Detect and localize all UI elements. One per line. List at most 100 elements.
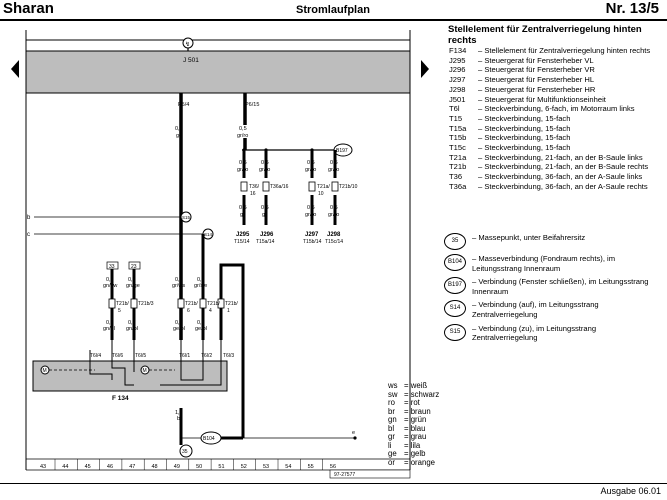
svg-text:br: br — [177, 416, 182, 422]
svg-text:T15a/14: T15a/14 — [256, 239, 275, 245]
connection-legend-item: 35 – Massepunkt, unter Beifahrersitz — [444, 233, 652, 250]
svg-text:M: M — [43, 368, 47, 374]
legend-item: F134– Stellelement für Zentralverriegelu… — [449, 46, 658, 56]
next-page-arrow[interactable] — [421, 60, 429, 78]
legend-code: J296 — [449, 65, 466, 75]
component-legend: F134– Stellelement für Zentralverriegelu… — [449, 46, 658, 192]
svg-text:0,5: 0,5 — [307, 160, 315, 166]
connection-legend-item: S15 – Verbindung (zu), im Leitungsstrang … — [444, 323, 652, 343]
svg-text:M: M — [143, 368, 147, 374]
svg-text:0,5: 0,5 — [330, 205, 338, 211]
legend-code: J295 — [449, 55, 466, 65]
color-name: = blau — [404, 423, 426, 433]
svg-text:35: 35 — [182, 449, 188, 455]
legend-text: – Steuergerat für Fensterheber HL — [478, 75, 595, 85]
svg-text:6: 6 — [187, 308, 190, 314]
connection-bubble: 35 — [444, 233, 466, 250]
connection-text: – Verbindung (zu), im Leitungsstrang Zen… — [472, 323, 597, 343]
svg-text:gr/sw: gr/sw — [194, 283, 207, 289]
legend-text: – Steckverbindung, 6-fach, im Motorraum … — [478, 104, 635, 114]
legend-text: – Steckverbindung, 15-fach — [478, 143, 571, 153]
svg-text:gr/ro: gr/ro — [305, 212, 316, 218]
svg-text:1,5: 1,5 — [175, 410, 183, 416]
description-title: Stellelement für Zentralverriegelung hin… — [448, 24, 642, 46]
legend-text: – Steckverbindung, 15-fach — [478, 133, 571, 143]
edition: Ausgabe 06.01 — [600, 486, 661, 496]
svg-text:T21b/: T21b/ — [185, 301, 198, 307]
svg-text:P5/4: P5/4 — [178, 102, 189, 108]
legend-item: T36a– Steckverbindung, 36-fach, an der A… — [449, 182, 658, 192]
prev-page-arrow[interactable] — [11, 60, 19, 78]
svg-text:0,5: 0,5 — [307, 205, 315, 211]
legend-item: T15c – Steckverbindung, 15-fach — [449, 143, 658, 153]
page-number: Nr. 13/5 — [605, 0, 659, 17]
svg-text:T21b/: T21b/ — [225, 301, 238, 307]
color-abbr: gr — [388, 432, 395, 441]
legend-code: T21a — [449, 152, 467, 162]
svg-text:J298: J298 — [327, 232, 341, 238]
legend-code: T15c — [449, 143, 466, 153]
svg-text:gn/bl: gn/bl — [126, 326, 138, 332]
svg-text:B197: B197 — [336, 148, 348, 154]
svg-text:4: 4 — [209, 308, 212, 314]
svg-text:0,5: 0,5 — [239, 126, 247, 132]
ruler-number: 56 — [330, 464, 336, 470]
svg-text:0,5: 0,5 — [197, 277, 205, 283]
svg-text:0,5: 0,5 — [261, 160, 269, 166]
j501-module — [25, 50, 411, 94]
legend-item: T15– Steckverbindung, 15-fach — [449, 114, 658, 124]
connection-text: – Massepunkt, unter Beifahrersitz — [472, 233, 586, 242]
connection-text: – Verbindung (Fenster schließen), im Lei… — [472, 277, 649, 296]
connection-bubble: B197 — [444, 277, 466, 295]
legend-code: J501 — [449, 94, 466, 104]
legend-item: T21b– Steckverbindung, 21-fach, an der B… — [449, 162, 658, 172]
legend-code: J298 — [449, 84, 466, 94]
color-abbr: ws — [388, 381, 398, 390]
connection-bubble: B104 — [444, 254, 466, 271]
ruler-number: 54 — [285, 464, 291, 470]
legend-text: – Steuergerat für Fensterheber HR — [478, 84, 596, 94]
legend-item: J501 – Steuergerat für Multifunktionseinh… — [449, 95, 658, 105]
connection-bubble: S15 — [444, 323, 466, 341]
svg-text:T15/14: T15/14 — [234, 239, 250, 245]
color-name: = grün — [404, 415, 427, 424]
color-abbr: br — [388, 406, 395, 416]
svg-text:B104: B104 — [203, 436, 215, 442]
ruler-number: 46 — [107, 464, 113, 470]
ruler-number: 55 — [308, 464, 314, 470]
legend-text: – Steckverbindung, 15-fach — [478, 123, 571, 133]
connection-text: – Masseverbindung (Fondraum rechts), im … — [472, 254, 616, 273]
color-code-item: li= lila — [388, 441, 439, 451]
svg-text:gr/ro: gr/ro — [237, 167, 248, 173]
svg-text:S14: S14 — [204, 232, 213, 237]
svg-text:T21b/3: T21b/3 — [138, 301, 154, 307]
svg-text:16: 16 — [250, 191, 256, 197]
svg-text:P6/15: P6/15 — [245, 102, 259, 108]
ruler-number: 44 — [62, 464, 68, 470]
svg-text:5: 5 — [118, 308, 121, 314]
svg-text:97-27577: 97-27577 — [334, 472, 355, 478]
color-code-item: or= orange — [388, 458, 439, 468]
svg-text:ge/bl: ge/bl — [173, 326, 185, 332]
ground-symbol-icon — [182, 37, 194, 49]
svg-text:gr/ro: gr/ro — [328, 167, 339, 173]
svg-text:gn/sw: gn/sw — [103, 283, 117, 289]
ruler-number: 43 — [40, 464, 46, 470]
connection-legend-item: B104 – Masseverbindung (Fondraum rechts),… — [444, 254, 652, 273]
svg-text:33: 33 — [109, 264, 115, 270]
svg-text:1: 1 — [227, 308, 230, 314]
svg-text:0,5: 0,5 — [106, 320, 114, 326]
ruler-number: 45 — [85, 464, 91, 470]
svg-text:T6l/3: T6l/3 — [223, 353, 234, 359]
svg-text:ge: ge — [176, 133, 182, 139]
svg-text:T21b/: T21b/ — [116, 301, 129, 307]
color-abbr: bl — [388, 423, 395, 433]
ruler-number: 51 — [218, 464, 224, 470]
svg-text:gn/bl: gn/bl — [103, 326, 115, 332]
connection-text: – Verbindung (auf), im Leitungsstrang Ze… — [472, 300, 599, 319]
svg-text:0,5: 0,5 — [261, 205, 269, 211]
legend-item: T36– Steckverbindung, 36-fach, an der A-… — [449, 172, 658, 182]
legend-text: – Steuergerat für Multifunktionseinheit — [478, 94, 606, 104]
connection-bubble: S14 — [444, 300, 466, 318]
svg-text:gr: gr — [262, 212, 267, 218]
